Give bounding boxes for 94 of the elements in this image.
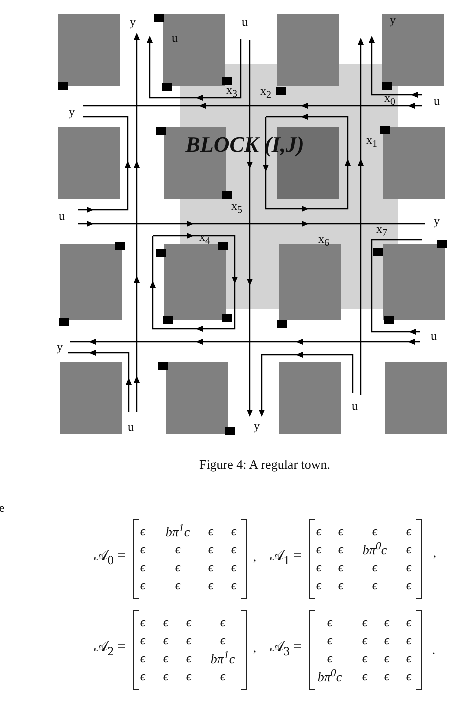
matrix-cell: ϵ: [175, 578, 181, 592]
matrix-cell: ϵ: [327, 634, 333, 646]
road-label: y: [254, 420, 260, 432]
matrix-cell: ϵ: [372, 578, 378, 592]
state-label: x$_{0}$: [384, 92, 396, 108]
road-label: u: [431, 330, 437, 342]
matrix-cell: ϵ: [140, 652, 146, 664]
punctuation: ,: [434, 547, 436, 559]
matrix-cell: ϵ: [384, 670, 390, 682]
matrix-cell: ϵ: [406, 652, 412, 664]
matrix-cell: ϵ: [316, 524, 322, 538]
road-label: u: [59, 210, 65, 222]
matrix-cell: ϵ: [208, 524, 214, 538]
matrix-cell: ϵ: [140, 578, 146, 592]
matrix-cell: ϵ: [338, 560, 344, 574]
matrix-cell: bπ$^{0}$c: [318, 668, 342, 684]
matrix-cell: ϵ: [220, 670, 226, 682]
road-label: u: [352, 400, 358, 412]
matrix-cell: ϵ: [220, 634, 226, 646]
matrix-cell: ϵ: [384, 616, 390, 628]
state-label: x$_{1}$: [366, 134, 378, 150]
matrix-cell: ϵ: [186, 634, 192, 646]
matrix-cell: ϵ: [372, 524, 378, 538]
road-label: u: [172, 32, 178, 44]
state-label: x$_{7}$: [376, 222, 388, 240]
matrix-cell: ϵ: [327, 652, 333, 664]
road-label: y: [390, 14, 396, 26]
matrix-cell: ϵ: [406, 542, 412, 556]
road-label: u: [434, 95, 440, 107]
matrix-cell: ϵ: [362, 652, 368, 664]
matrix-cell: ϵ: [231, 560, 237, 574]
matrix-cell: ϵ: [163, 616, 169, 628]
matrix-cell: ϵ: [186, 616, 192, 628]
matrix-name: 𝒜$_{0}$ =: [94, 549, 126, 567]
matrix-cell: ϵ: [208, 560, 214, 574]
figure-caption: Figure 4: A regular town.: [199, 457, 331, 473]
matrix-cell: bπ$^{0}$c: [362, 541, 388, 557]
matrix-cell: bπ$^{1}$c: [210, 650, 236, 666]
matrix-cell: ϵ: [231, 524, 237, 538]
matrix-cell: ϵ: [338, 578, 344, 592]
matrix-cell: ϵ: [140, 542, 146, 556]
matrix-cell: ϵ: [140, 560, 146, 574]
matrix-cell: ϵ: [163, 652, 169, 664]
matrix-cell: ϵ: [186, 670, 192, 682]
matrix-cell: ϵ: [208, 578, 214, 592]
matrix-cell: ϵ: [316, 542, 322, 556]
matrix-cell: ϵ: [175, 560, 181, 574]
matrix-cell: ϵ: [208, 542, 214, 556]
matrix-name: 𝒜$_{2}$ =: [94, 640, 126, 658]
matrix-cell: ϵ: [220, 616, 226, 628]
matrix-cell: ϵ: [362, 634, 368, 646]
punctuation: ,: [254, 551, 256, 563]
matrix-cell: ϵ: [406, 560, 412, 574]
road-label: y: [69, 106, 75, 118]
state-label: x$_{6}$: [318, 232, 330, 250]
matrix-cell: ϵ: [140, 524, 146, 538]
matrix-cell: ϵ: [140, 616, 146, 628]
text-fragment: e: [0, 502, 5, 514]
road-label: y: [434, 215, 440, 227]
matrix-cell: ϵ: [186, 652, 192, 664]
matrix-cell: ϵ: [327, 616, 333, 628]
matrix-cell: ϵ: [140, 634, 146, 646]
matrix-cell: ϵ: [338, 542, 344, 556]
road-label: y: [130, 16, 136, 28]
matrix-cell: ϵ: [406, 634, 412, 646]
matrix-name: 𝒜$_{3}$ =: [270, 640, 302, 658]
matrix-cell: ϵ: [384, 652, 390, 664]
matrix-cell: ϵ: [372, 560, 378, 574]
matrix-cell: ϵ: [406, 524, 412, 538]
state-label: x$_{3}$: [226, 84, 238, 100]
road-label: u: [242, 16, 248, 28]
matrix-cell: ϵ: [140, 670, 146, 682]
road-label: y: [57, 341, 63, 353]
matrix-cell: ϵ: [175, 542, 181, 556]
matrix-cell: ϵ: [231, 542, 237, 556]
matrix-cell: ϵ: [316, 560, 322, 574]
road-label: u: [128, 421, 134, 433]
state-label: x$_{5}$: [232, 200, 242, 216]
matrix-cell: ϵ: [406, 670, 412, 682]
matrix-cell: ϵ: [231, 578, 237, 592]
punctuation: ,: [254, 642, 256, 654]
matrix-cell: ϵ: [163, 634, 169, 646]
matrix-name: 𝒜$_{1}$ =: [270, 549, 302, 567]
matrix-cell: ϵ: [406, 578, 412, 592]
punctuation: .: [432, 644, 436, 656]
matrix-cell: ϵ: [362, 670, 368, 682]
matrix-cell: ϵ: [316, 578, 322, 592]
matrix-cell: ϵ: [163, 670, 169, 682]
state-label: x$_{2}$: [260, 84, 272, 102]
matrix-cell: ϵ: [362, 616, 368, 628]
matrix-cell: ϵ: [338, 524, 344, 538]
matrix-cell: bπ$^{1}$c: [166, 523, 190, 539]
matrix-cell: ϵ: [406, 616, 412, 628]
matrix-cell: ϵ: [384, 634, 390, 646]
